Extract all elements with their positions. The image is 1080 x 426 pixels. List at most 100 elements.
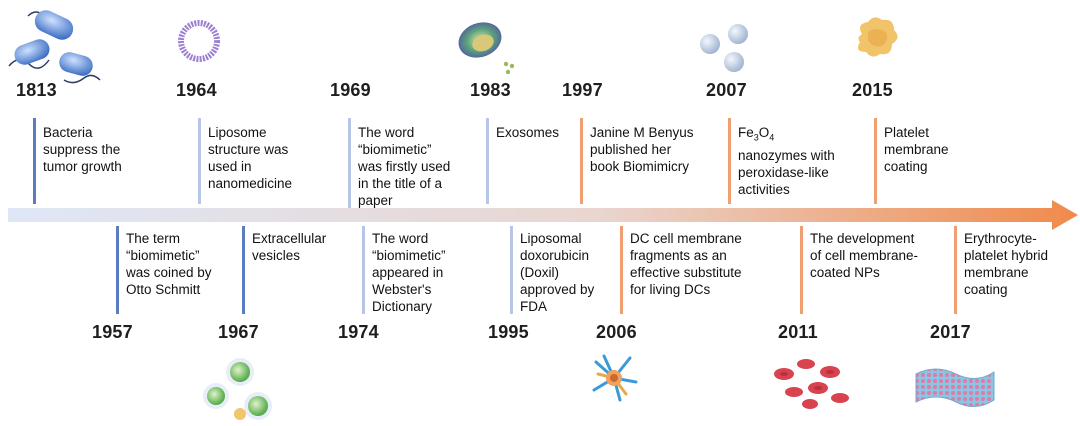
liposome-icon [178, 20, 220, 62]
event-line: Liposomal [520, 231, 582, 246]
tick-line-2015 [874, 118, 877, 204]
tick-line-2007 [728, 118, 731, 204]
event-line: “biomimetic” [126, 248, 200, 263]
event-line: The word [372, 231, 429, 246]
event-text-1964: Liposome structure was used in nanomedicine [208, 124, 292, 192]
event-line: book Biomimicry [590, 159, 690, 174]
tick-line-2006 [620, 226, 623, 314]
event-line: was coined by [126, 265, 212, 280]
year-label-2015: 2015 [852, 80, 893, 100]
event-line: membrane [964, 265, 1029, 280]
year-label-1967: 1967 [218, 322, 259, 342]
event-line: Janine M Benyus [590, 125, 694, 140]
year-label-1964: 1964 [176, 80, 217, 100]
event-text-2015: Platelet membrane coating [884, 124, 949, 175]
event-line: nanomedicine [208, 176, 293, 191]
event-text-1974: The word “biomimetic” appeared in Webster's… [372, 230, 446, 315]
dendritic-cell-icon [592, 354, 638, 402]
event-line: was firstly used [358, 159, 451, 174]
event-line: The term [126, 231, 181, 246]
year-label-1813: 1813 [16, 80, 57, 100]
event-line: FDA [520, 299, 547, 314]
event-line: appeared in [372, 265, 444, 280]
year-label-1974: 1974 [338, 322, 379, 342]
year-label-1997: 1997 [562, 80, 603, 100]
event-line: tumor growth [43, 159, 122, 174]
event-line: doxorubicin [520, 248, 590, 263]
event-line: Extracellular [252, 231, 327, 246]
event-line: fragments as an [630, 248, 727, 263]
event-line: The development [810, 231, 915, 246]
event-line: Exosomes [496, 125, 560, 140]
event-text-1957: The term “biomimetic” was coined by Otto Sc… [126, 230, 212, 298]
extracellular-vesicles-icon [203, 358, 272, 420]
event-line: of cell membrane- [810, 248, 919, 263]
event-line: coating [884, 159, 928, 174]
event-line: Erythrocyte- [964, 231, 1037, 246]
tick-line-1969 [348, 118, 351, 208]
event-line: The word [358, 125, 415, 140]
event-line: coating [964, 282, 1008, 297]
event-line: nanozymes with [738, 147, 835, 163]
event-text-1997: Janine M Benyus published her book Biomimi… [590, 124, 694, 175]
event-line: published her [590, 142, 672, 157]
event-line: Webster's [372, 282, 432, 297]
nanozyme-icon [700, 24, 748, 72]
bacteria-icon [8, 10, 101, 84]
event-line: activities [738, 181, 790, 197]
event-line: approved by [520, 282, 595, 297]
event-text-1969: The word “biomimetic” was firstly used in t… [358, 124, 450, 209]
event-line: Platelet [884, 125, 930, 140]
tick-line-1813 [33, 118, 36, 204]
year-label-1983: 1983 [470, 80, 511, 100]
tick-line-1964 [198, 118, 201, 204]
year-label-2017: 2017 [930, 322, 971, 342]
event-text-1813: Bacteria suppress the tumor growth [43, 124, 122, 175]
platelet-icon [858, 17, 898, 57]
tick-line-1974 [362, 226, 365, 314]
year-label-1969: 1969 [330, 80, 371, 100]
tick-line-1983 [486, 118, 489, 204]
exosome-icon [458, 22, 515, 75]
event-text-1967: Extracellular vesicles [252, 230, 326, 264]
event-line: vesicles [252, 248, 301, 263]
event-text-1983: Exosomes [496, 124, 559, 141]
event-line: DC cell membrane [630, 231, 742, 246]
event-text-2011: The development of cell membrane-coated N… [810, 230, 918, 281]
event-line: coated NPs [810, 265, 880, 280]
event-line: paper [358, 193, 393, 208]
year-label-2006: 2006 [596, 322, 637, 342]
event-line: suppress the [43, 142, 121, 157]
event-line: structure was [208, 142, 289, 157]
tick-line-1957 [116, 226, 119, 314]
event-line: Bacteria [43, 125, 93, 140]
event-line: platelet hybrid [964, 248, 1049, 263]
event-line: Dictionary [372, 299, 433, 314]
tick-line-1997 [580, 118, 583, 204]
event-line: Otto Schmitt [126, 282, 201, 297]
event-line: “biomimetic” [358, 142, 432, 157]
event-line: Liposome [208, 125, 267, 140]
event-line: in the title of a [358, 176, 443, 191]
tick-line-2017 [954, 226, 957, 314]
event-text-1995: Liposomal doxorubicin (Doxil) approved by FD… [520, 230, 594, 315]
tick-line-1967 [242, 226, 245, 314]
tick-line-2011 [800, 226, 803, 314]
year-label-1995: 1995 [488, 322, 529, 342]
hybrid-membrane-icon [915, 368, 995, 407]
event-line: Fe3O4 [738, 125, 775, 143]
event-line: membrane [884, 142, 949, 157]
event-line: (Doxil) [520, 265, 559, 280]
year-label-2007: 2007 [706, 80, 747, 100]
red-blood-cells-icon [774, 359, 849, 409]
year-label-1957: 1957 [92, 322, 133, 342]
event-line: “biomimetic” [372, 248, 446, 263]
event-line: used in [208, 159, 252, 174]
tick-line-1995 [510, 226, 513, 314]
year-label-2011: 2011 [778, 322, 818, 342]
event-line: peroxidase-like [738, 164, 829, 180]
